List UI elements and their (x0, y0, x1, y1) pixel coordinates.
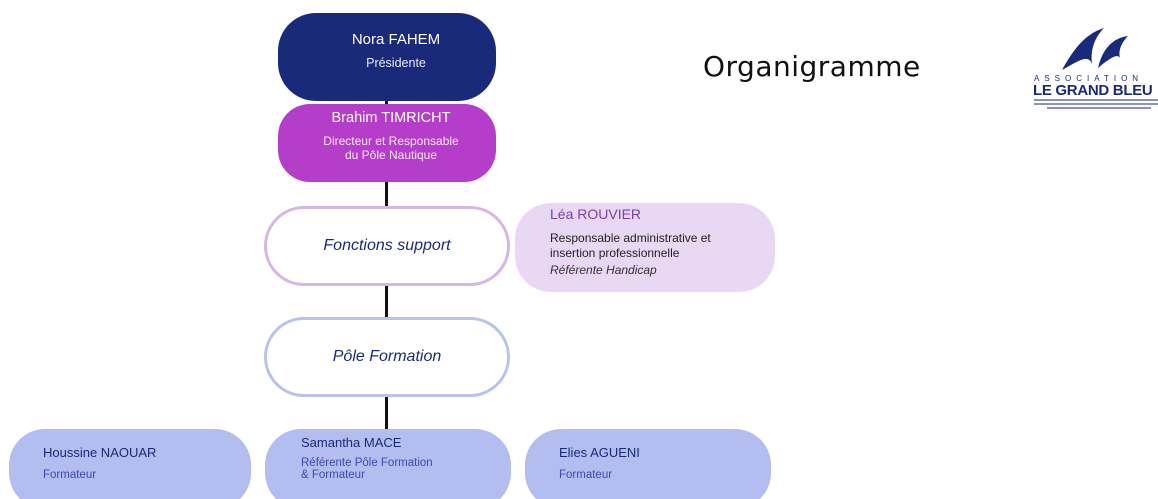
houssine-name: Houssine NAOUAR (43, 445, 157, 460)
president-name: Nora FAHEM (351, 31, 441, 48)
node-fonctions-support: Fonctions support (264, 206, 510, 286)
elies-role: Formateur (559, 469, 613, 481)
samantha-role-line2: & Formateur (301, 469, 365, 481)
node-samantha: Samantha MACE Référente Pôle Formation &… (265, 429, 511, 499)
director-name: Brahim TIMRICHT (331, 110, 451, 126)
logo-tagline (1034, 99, 1158, 115)
association-logo: ASSOCIATION LE GRAND BLEU (1030, 18, 1158, 118)
lea-role-line2: insertion professionnelle (550, 246, 680, 260)
lea-role-line1: Responsable administrative et (550, 231, 711, 245)
node-pole-formation: Pôle Formation (264, 317, 510, 397)
logo-association-text: ASSOCIATION (1034, 74, 1144, 83)
elies-name: Elies AGUENI (559, 445, 640, 460)
node-houssine: Houssine NAOUAR Formateur (9, 429, 251, 499)
samantha-role-line1: Référente Pôle Formation (301, 457, 433, 469)
president-role: Présidente (366, 56, 426, 70)
wave-icon (1062, 28, 1128, 70)
director-role-line1: Directeur et Responsable (323, 134, 459, 148)
samantha-name: Samantha MACE (301, 435, 402, 450)
lea-name: Léa ROUVIER (550, 206, 642, 222)
houssine-role: Formateur (43, 469, 97, 481)
connector-director-support (385, 182, 388, 208)
support-label: Fonctions support (323, 237, 451, 254)
node-director: Brahim TIMRICHT Directeur et Responsable… (278, 104, 496, 182)
connector-support-pole (385, 286, 388, 319)
node-elies: Elies AGUENI Formateur (525, 429, 771, 499)
node-president: Nora FAHEM Présidente (278, 13, 496, 101)
connector-president-director (385, 98, 388, 106)
lea-referente: Référente Handicap (550, 263, 657, 277)
page-title: Organigramme (703, 50, 921, 83)
director-role-line2: du Pôle Nautique (344, 148, 438, 162)
connector-pole-bottom (385, 397, 388, 431)
node-lea: Léa ROUVIER Responsable administrative e… (515, 203, 775, 292)
pole-formation-label: Pôle Formation (332, 348, 442, 365)
logo-name: LE GRAND BLEU (1033, 82, 1153, 99)
